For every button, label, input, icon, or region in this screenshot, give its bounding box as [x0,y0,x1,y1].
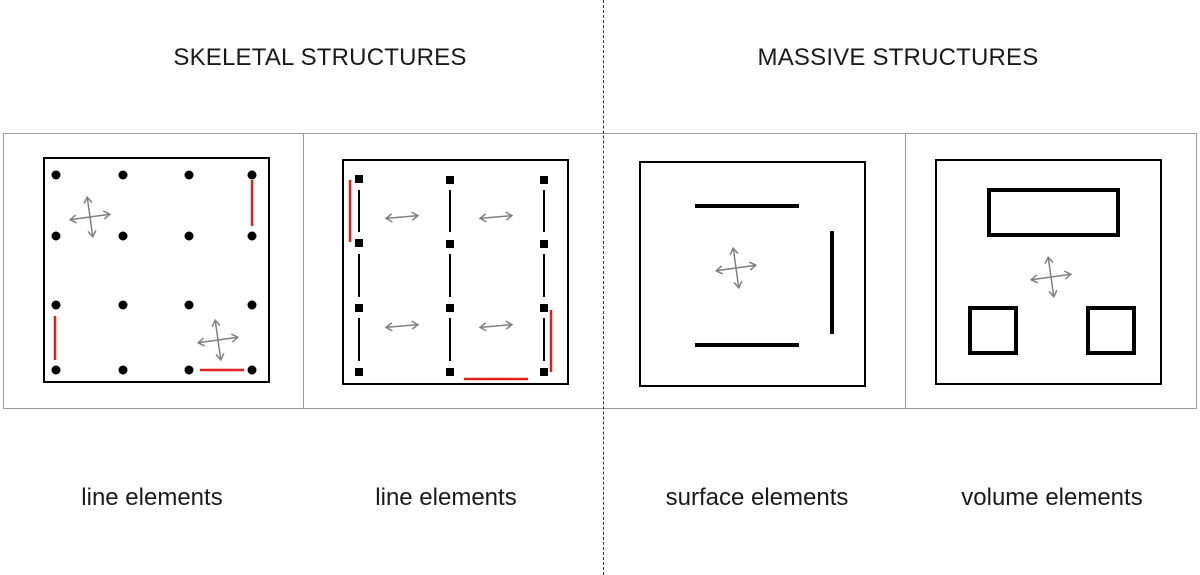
panel-frame [935,159,1162,385]
panel-volume-elements [935,159,1162,385]
caption-panel-4: volume elements [961,484,1143,511]
direction-arrow-icon [384,210,420,224]
column-dots [51,170,257,375]
direction-arrows-icon [194,316,242,364]
panel-frame [342,159,569,385]
wall-segments [358,190,545,361]
volume-element [1086,306,1136,355]
panel-strip [3,133,1197,409]
volume-element [968,306,1018,355]
direction-arrow-icon [478,319,514,333]
caption-panel-1: line elements [81,484,223,511]
volume-element [987,188,1120,237]
direction-arrows-icon [1027,253,1075,301]
direction-arrow-icon [384,319,420,333]
panel-separator [905,133,906,409]
panel-separator [303,133,304,409]
direction-arrows-icon [712,244,760,292]
panel-frame [639,161,866,387]
caption-panel-2: line elements [375,484,517,511]
panel-line-elements-walls [342,159,569,385]
heading-skeletal-structures: SKELETAL STRUCTURES [173,44,467,71]
caption-panel-3: surface elements [665,484,849,511]
panel-surface-elements [639,161,866,387]
panel-frame [43,157,270,383]
heading-massive-structures: MASSIVE STRUCTURES [757,44,1039,71]
column-squares [355,175,548,376]
panel-line-elements-columns [43,157,270,383]
direction-arrow-icon [478,210,514,224]
direction-arrows-icon [66,193,114,241]
section-divider [603,0,604,575]
